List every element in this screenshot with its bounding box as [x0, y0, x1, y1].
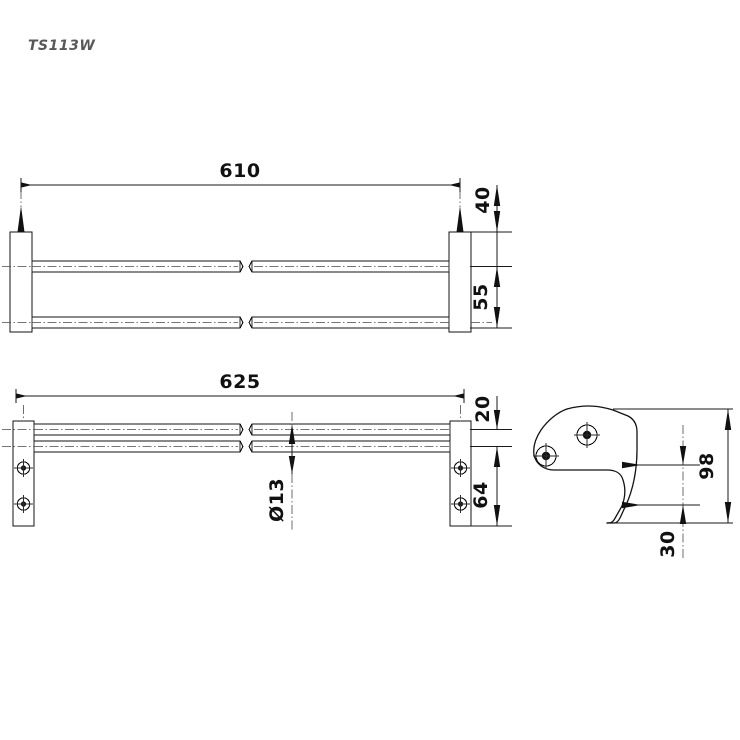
- plan-view-upper-rail-left: [33, 423, 241, 436]
- bracket-inner-profile: [533, 408, 626, 524]
- dimension-30-label: 30: [657, 530, 679, 557]
- plan-right-mounting-hole-bottom: [451, 495, 470, 513]
- bracket-boss-upper: [574, 422, 600, 448]
- top-view-lower-rail-break: [239, 316, 253, 329]
- plan-left-mounting-hole-top: [14, 459, 33, 477]
- top-view-lower-rail-left: [31, 316, 241, 329]
- plan-view-lower-rail-break: [239, 440, 253, 453]
- plan-view-upper-rail-right: [251, 423, 451, 436]
- dimension-98-label: 98: [696, 452, 718, 479]
- top-view-lower-rail-right: [251, 316, 450, 329]
- dimension-610-label: 610: [219, 160, 260, 182]
- plan-view-lower-rail-left: [33, 440, 241, 453]
- plan-view-upper-rail-break: [239, 423, 253, 436]
- dimension-64: 64: [470, 446, 512, 527]
- dimension-625: 625: [15, 371, 465, 403]
- top-view-upper-rail-break: [239, 260, 253, 273]
- plan-right-mounting-hole-top: [451, 459, 470, 477]
- dimension-30-left-arrow-upper: [622, 461, 641, 469]
- top-view-left-post: [9, 190, 33, 333]
- top-left-post-arrow: [17, 206, 25, 232]
- top-right-post-arrow: [456, 206, 464, 232]
- plan-view-lower-rail-right: [251, 440, 451, 453]
- dimension-55: 55: [470, 266, 512, 329]
- bracket-outer-profile: [566, 405, 638, 524]
- top-view-upper-rail-left: [31, 260, 241, 273]
- dimension-625-label: 625: [219, 371, 260, 393]
- top-view-right-post: [448, 190, 472, 333]
- dimension-610: 610: [20, 160, 461, 192]
- part-code-label: TS113W: [28, 38, 96, 54]
- plan-view-right-bracket: [449, 405, 472, 527]
- dimension-64-label: 64: [470, 481, 492, 508]
- top-view-group: 610 40 55: [2, 160, 512, 333]
- dimension-20-label: 20: [472, 395, 494, 422]
- dimension-98: 98: [696, 409, 732, 523]
- plan-view-left-bracket: [12, 405, 35, 527]
- dimension-rod-diameter: Ø13: [266, 412, 296, 530]
- dimension-55-label: 55: [470, 283, 492, 310]
- dimension-30: 30: [622, 425, 700, 560]
- bottom-view-group: 625 20 64: [2, 371, 512, 530]
- plan-left-mounting-hole-bottom: [14, 495, 33, 513]
- dimension-20: 20: [470, 395, 512, 430]
- dimension-rod-diameter-label: Ø13: [266, 478, 288, 522]
- side-view-group: 98 30: [533, 405, 733, 560]
- bracket-boss-lower: [533, 443, 559, 469]
- top-view-upper-rail-right: [251, 260, 450, 273]
- dimension-30-left-arrow-lower: [622, 501, 641, 509]
- dimension-40: 40: [470, 185, 512, 267]
- dimension-40-label: 40: [472, 186, 494, 213]
